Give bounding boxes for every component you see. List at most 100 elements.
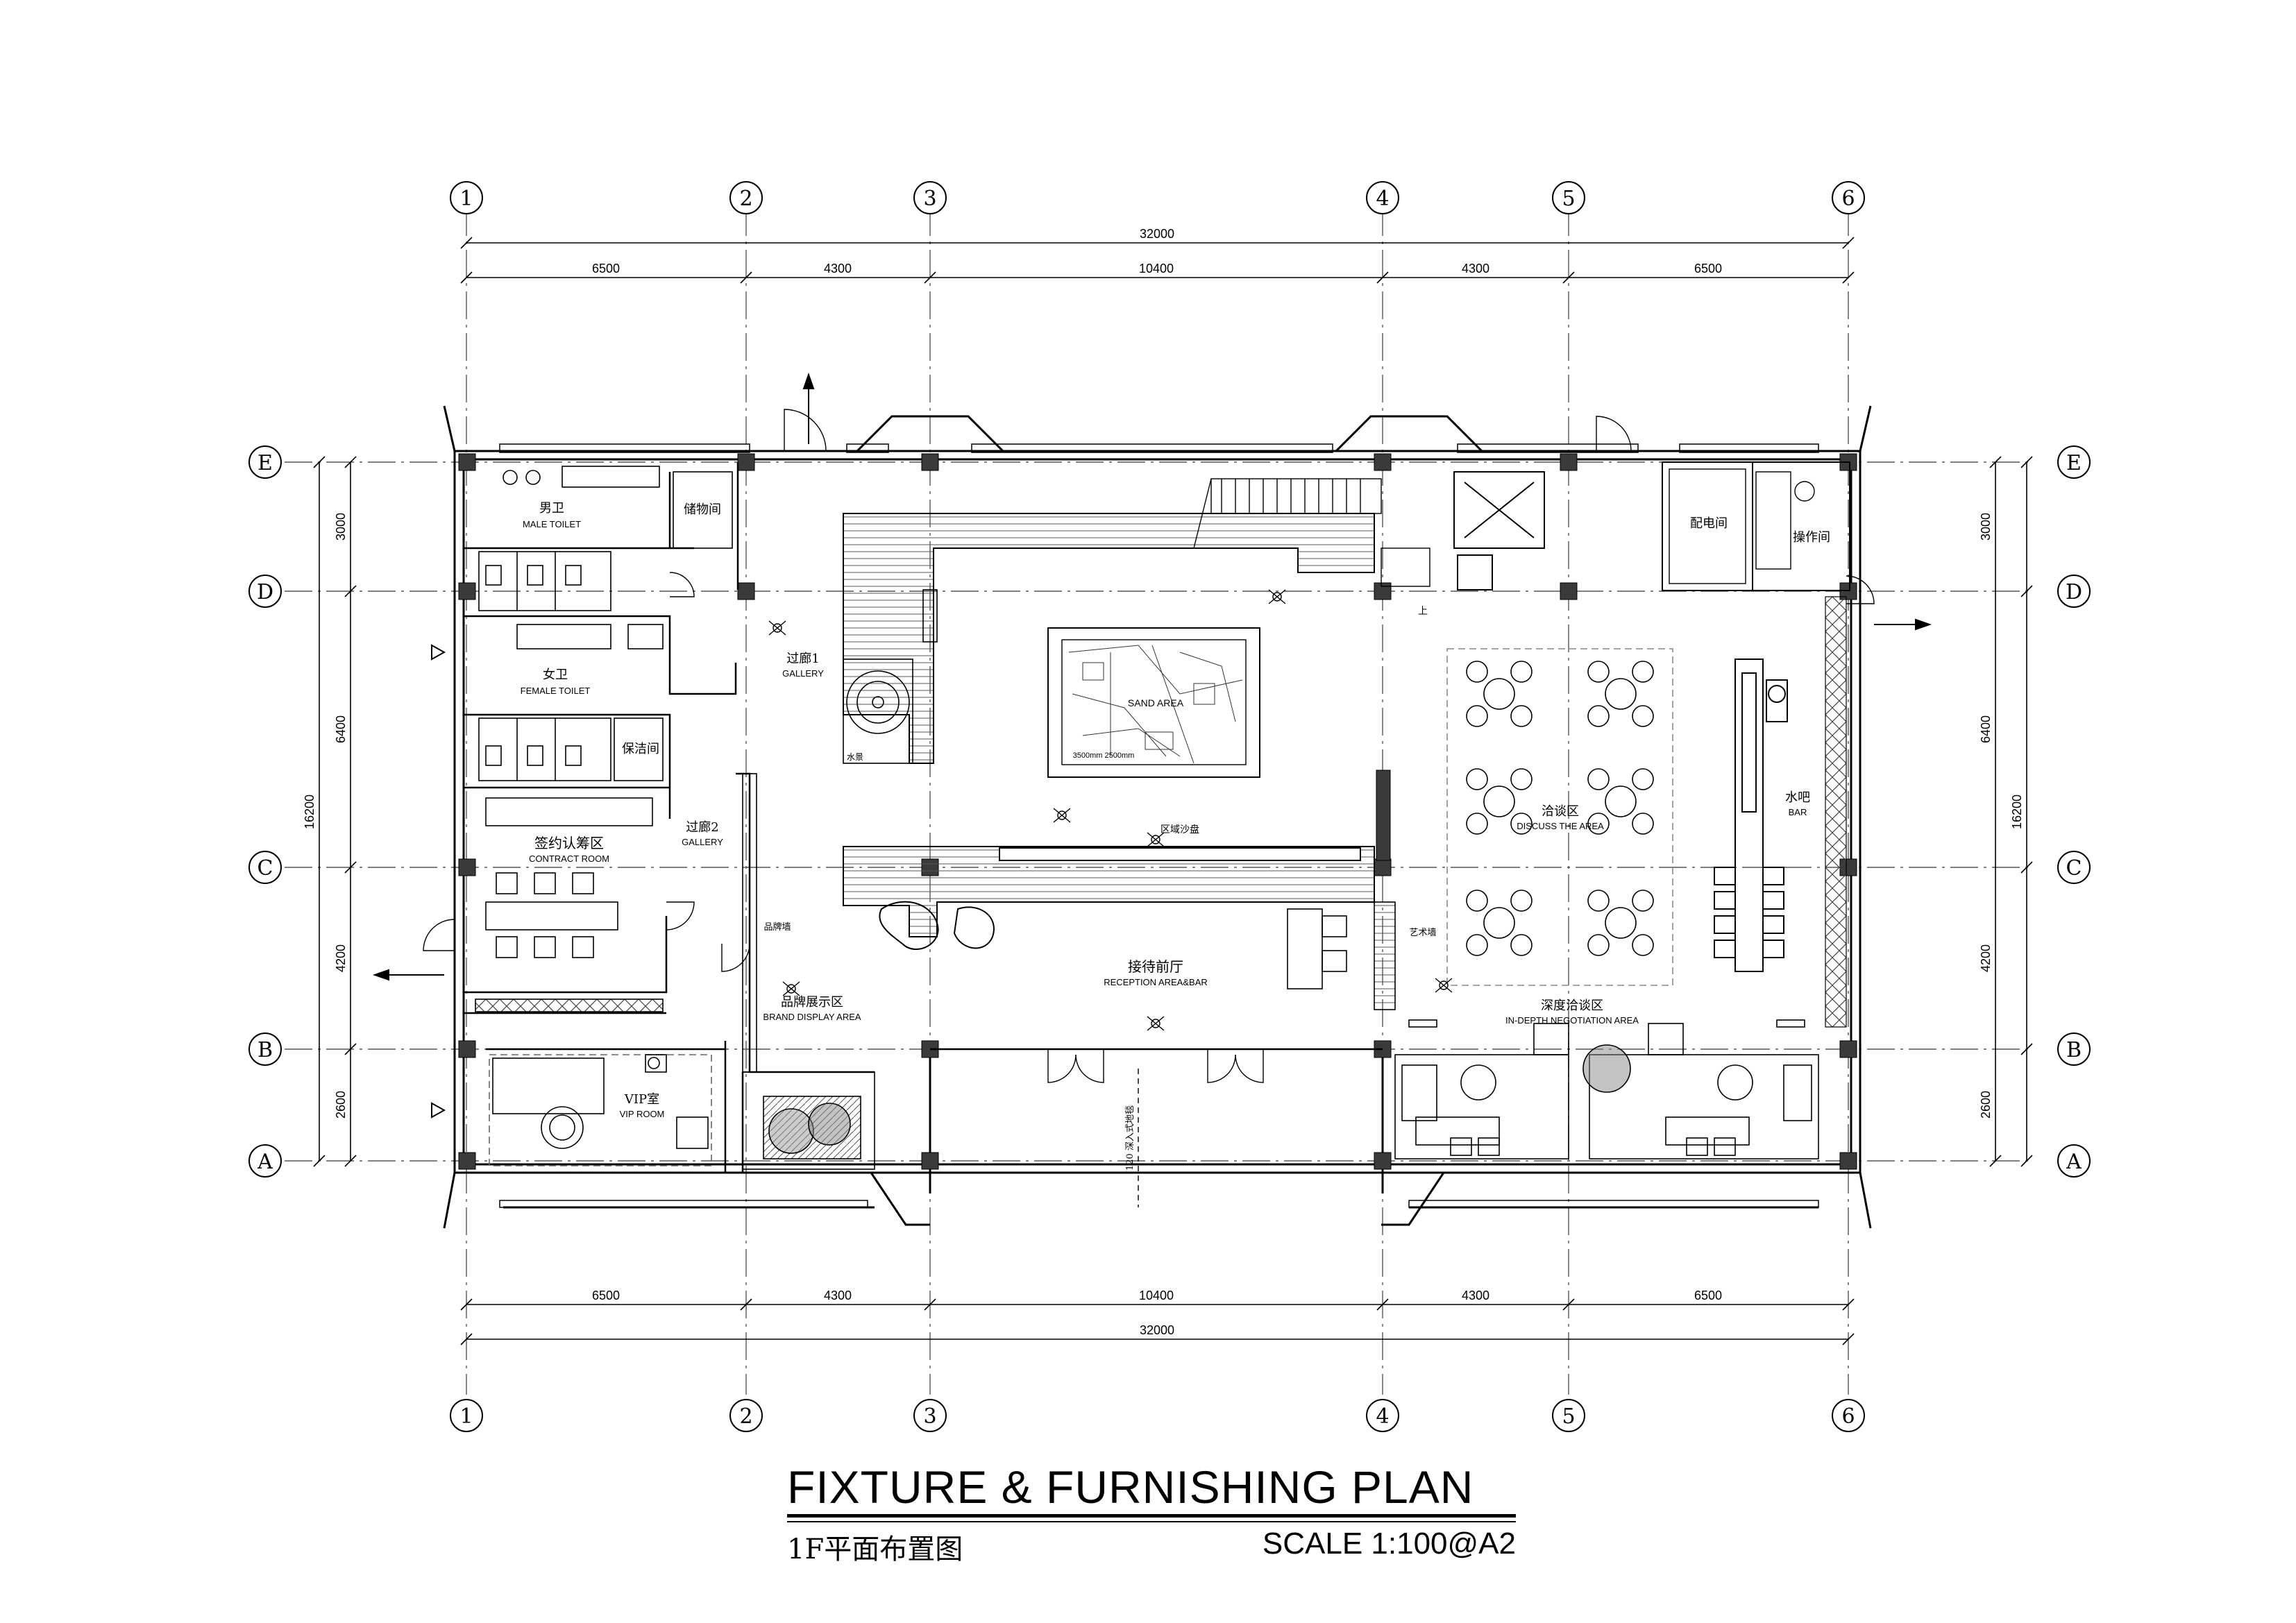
grid-row-C-right: C [2066,856,2082,881]
grid-col-6-top: 6 [1841,187,1855,211]
interior-walls-left [464,462,875,1173]
discuss-chair [1510,890,1533,912]
structural-columns [458,453,1857,1170]
label-power-room: 配电间 [1690,516,1728,531]
label-vip-en: VIP ROOM [620,1109,665,1119]
discuss-chair [1510,768,1533,790]
grid-bubbles [248,181,2091,1432]
discuss-chair [1510,705,1533,727]
grid-col-2-bottom: 2 [739,1404,752,1429]
label-reception-cn: 接待前厅 [1128,958,1183,975]
vip-room-furniture [489,1054,712,1166]
discuss-chair [1632,890,1654,912]
drawing-scale: SCALE 1:100@A2 [1262,1527,1516,1561]
wood-partition-top [843,513,1375,764]
dim-span-bottom-4: 4300 [1462,1289,1489,1302]
discuss-chair [1466,705,1488,727]
discuss-table [1605,907,1637,939]
title-block: FIXTURE & FURNISHING PLAN 1F平面布置图 SCALE … [787,1463,1516,1565]
stair-top [1193,478,1430,587]
dim-span-right-3: 4200 [1979,944,1993,972]
label-entry-note: 120 深入式地毯 [1125,1105,1136,1171]
grid-col-1-top: 1 [459,187,473,211]
grid-row-B-right: B [2066,1038,2082,1062]
title-underline-thin [787,1521,1516,1522]
dim-span-right-2: 6400 [1979,715,1993,743]
toilet-cubicles [478,466,733,781]
discuss-chair [1632,768,1654,790]
reception-counter [843,846,1375,951]
dim-total-right: 16200 [2010,794,2024,829]
bar-counter [1714,658,1788,972]
label-up: 上 [1418,606,1428,617]
grid-col-1-bottom: 1 [459,1404,473,1429]
water-feature [843,589,938,764]
discuss-chair [1510,813,1533,835]
dim-span-top-1: 6500 [592,262,620,275]
grid-row-A-left: A [257,1150,273,1174]
label-negotiation-en: IN-DEPTH NEGOTIATION AREA [1505,1015,1639,1026]
label-sand-dims: 3500mm 2500mm [1073,751,1135,760]
discuss-area [1446,648,1673,986]
negotiation-area [1394,1019,1819,1159]
people-figures [768,589,1453,1031]
dim-span-right-1: 3000 [1979,513,1993,541]
grid-col-2-top: 2 [739,187,752,211]
dim-span-top-2: 4300 [824,262,852,275]
dim-span-bottom-2: 4300 [824,1289,852,1302]
label-negotiation-cn: 深度洽谈区 [1541,999,1603,1013]
sand-table [1047,627,1260,778]
dim-span-left-3: 4200 [334,944,348,972]
grid-row-E-left: E [258,451,273,475]
discuss-chair [1632,813,1654,835]
discuss-chair [1510,661,1533,683]
label-brand-cn: 品牌展示区 [781,995,843,1010]
direction-arrows [372,372,1932,1119]
dim-span-top-5: 6500 [1694,262,1722,275]
discuss-chair [1587,890,1610,912]
discuss-chair [1466,661,1488,683]
label-vip-cn: VIP室 [624,1092,659,1107]
grid-lines [285,208,2034,1395]
label-cleaning: 保洁间 [622,742,659,756]
discuss-chair [1466,890,1488,912]
dimension-lines [313,237,2033,1345]
curtain-wall-right [1825,596,1847,1028]
label-reception-en: RECEPTION AREA&BAR [1104,977,1208,987]
room-labels: 男卫 MALE TOILET 储物间 女卫 FEMALE TOILET 保洁间 … [521,501,1830,1171]
door-swings [423,409,1875,972]
label-female-toilet-en: FEMALE TOILET [521,686,591,696]
label-gallery1-cn: 过廊1 [786,652,819,666]
discuss-chair [1466,934,1488,956]
dim-span-left-2: 6400 [334,715,348,743]
dim-span-left-4: 2600 [334,1091,348,1119]
label-gallery2-cn: 过廊2 [686,820,718,835]
contract-room-furniture [475,797,664,1012]
label-brand-wall: 品牌墙 [763,921,791,933]
dim-span-top-4: 4300 [1462,262,1489,275]
dim-total-bottom: 32000 [1140,1323,1174,1337]
grid-col-5-bottom: 5 [1562,1404,1575,1429]
discuss-chair [1510,934,1533,956]
discuss-table [1483,678,1515,710]
grid-row-D-right: D [2066,580,2082,604]
dim-span-bottom-1: 6500 [592,1289,620,1302]
grid-col-3-bottom: 3 [923,1404,936,1429]
discuss-table [1483,785,1515,817]
label-female-toilet-cn: 女卫 [543,668,568,682]
reception-sofa [1287,901,1396,1010]
label-model: 区域沙盘 [1160,824,1199,835]
label-brand-en: BRAND DISPLAY AREA [763,1012,861,1022]
grid-row-C-left: C [258,856,273,881]
label-operation-room: 操作间 [1793,530,1830,545]
discuss-chair [1632,934,1654,956]
discuss-chair [1632,705,1654,727]
window-segments [499,443,1819,1208]
grid-row-D-left: D [257,580,273,604]
label-sand-area: SAND AREA [1128,697,1184,708]
discuss-chair [1632,661,1654,683]
discuss-chair [1587,661,1610,683]
discuss-chair [1587,813,1610,835]
dim-total-left: 16200 [303,794,316,829]
